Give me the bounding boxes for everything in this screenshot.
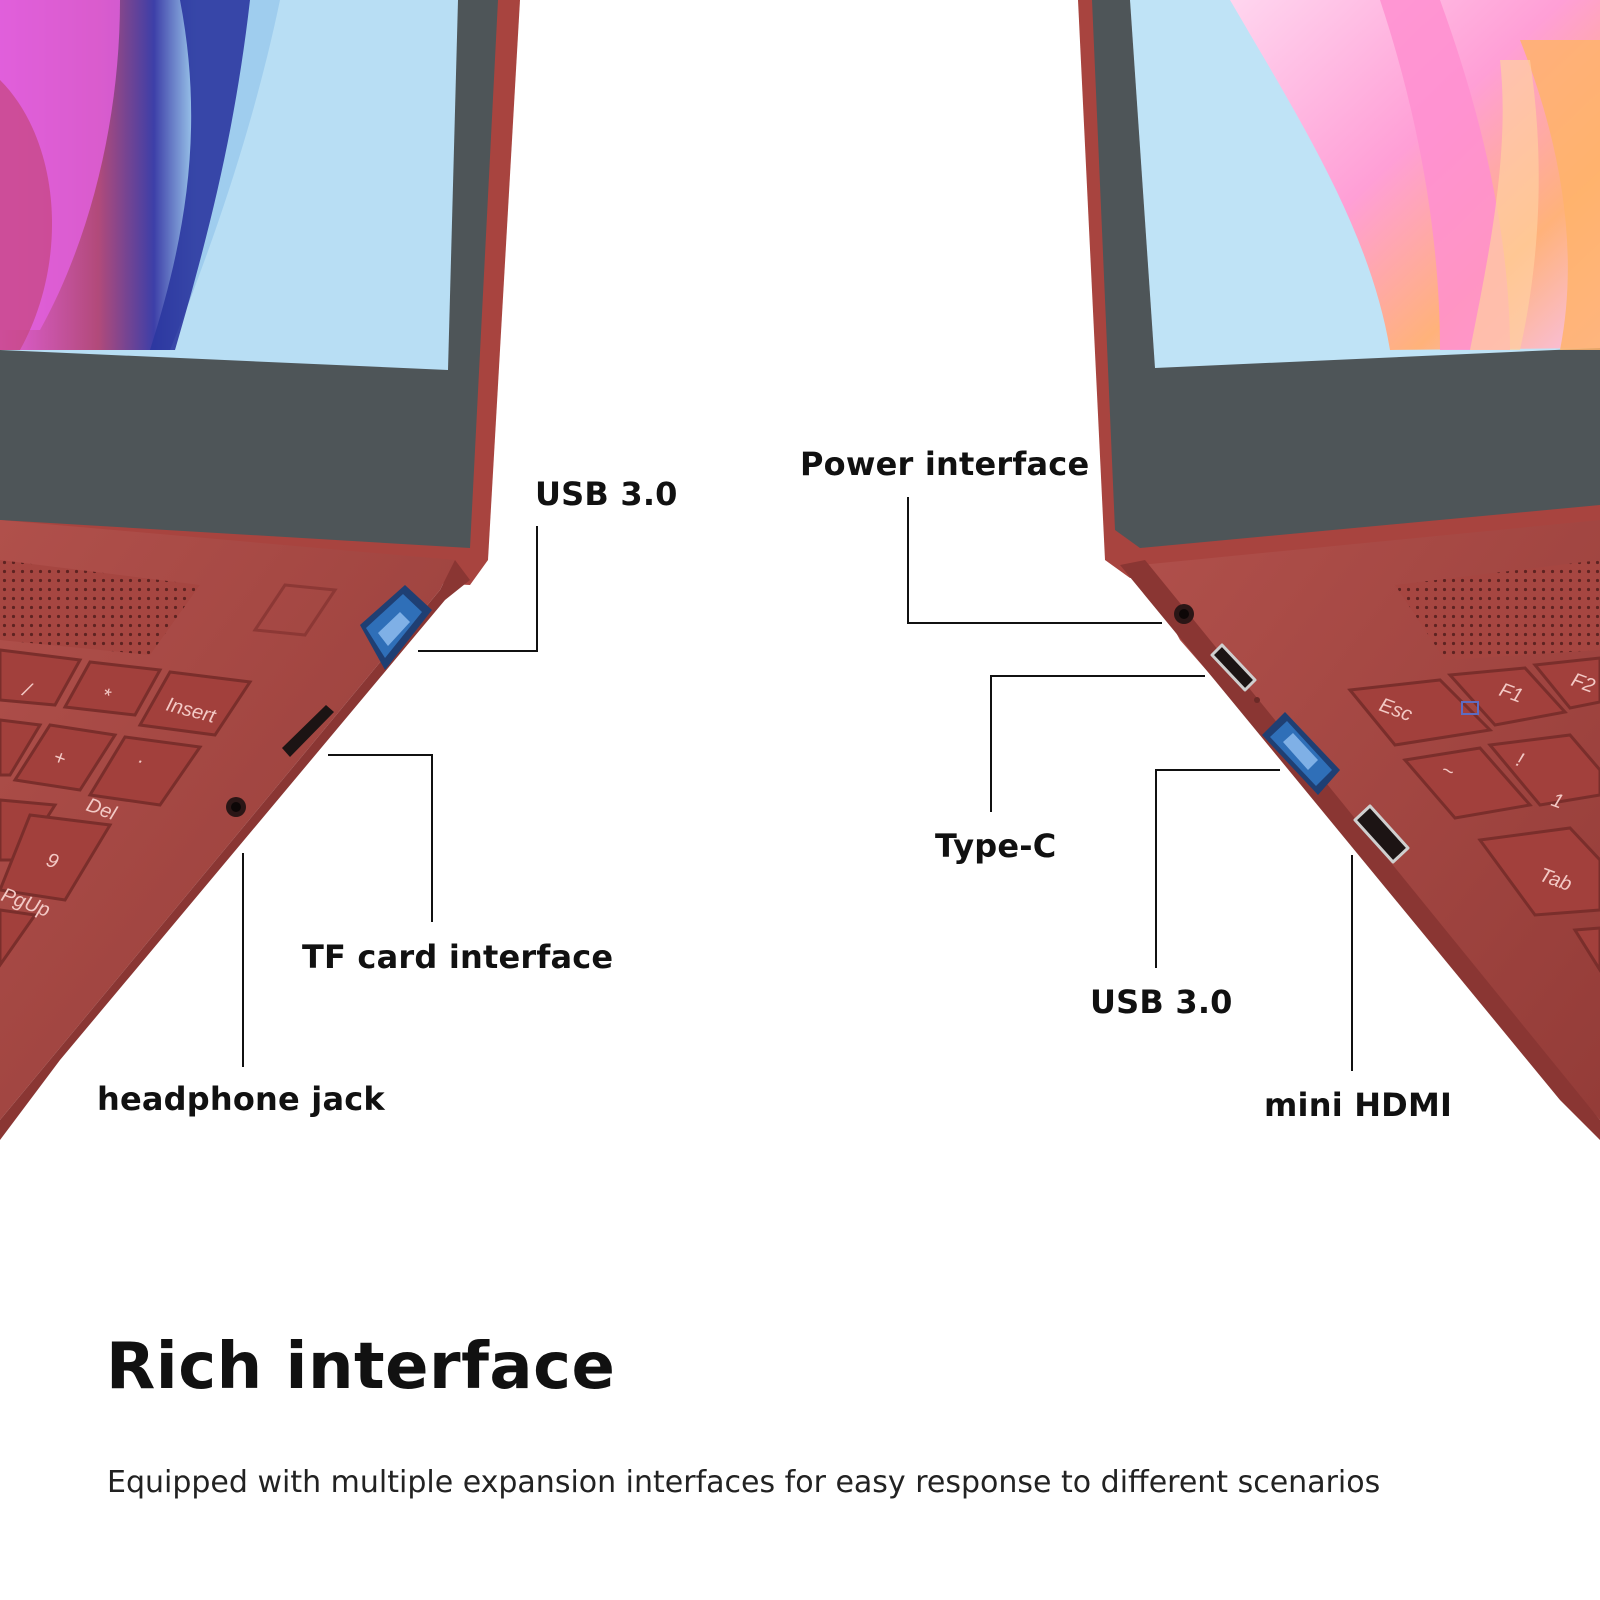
label-power-interface: Power interface [800,445,1090,483]
callout-power [907,497,1162,624]
mini-hdmi-port [1353,804,1410,864]
right-keys: Esc F1 F2 ~ ! 1 Tab [1347,656,1600,973]
left-laptop: / * Insert + . Del 9 PgUp [0,0,520,1140]
screen-key-icon [1461,701,1479,715]
right-usb-port [1262,712,1340,795]
page-title: Rich interface [106,1330,616,1404]
left-keys: / * Insert + . Del 9 PgUp [0,648,253,968]
type-c-port [1210,643,1257,692]
left-usb-port [360,585,432,670]
callout-left-usb [418,526,538,652]
right-laptop: Esc F1 F2 ~ ! 1 Tab [1078,0,1600,1140]
label-headphone-jack: headphone jack [97,1080,385,1118]
fingerprint-sensor [252,583,338,637]
callout-type-c [990,675,1205,812]
label-left-usb: USB 3.0 [535,475,678,513]
charge-led [1254,697,1260,703]
label-right-usb: USB 3.0 [1090,983,1233,1021]
callout-tf-card [328,754,433,922]
callout-right-usb [1155,769,1280,968]
left-speaker-grille [0,560,200,655]
callout-lines [242,497,1353,1071]
page-subtitle: Equipped with multiple expansion interfa… [107,1465,1381,1500]
label-mini-hdmi: mini HDMI [1264,1086,1453,1124]
label-type-c: Type-C [935,827,1057,865]
right-speaker-grille [1395,560,1600,660]
tf-card-slot [282,705,334,757]
label-tf-card: TF card interface [302,938,614,976]
